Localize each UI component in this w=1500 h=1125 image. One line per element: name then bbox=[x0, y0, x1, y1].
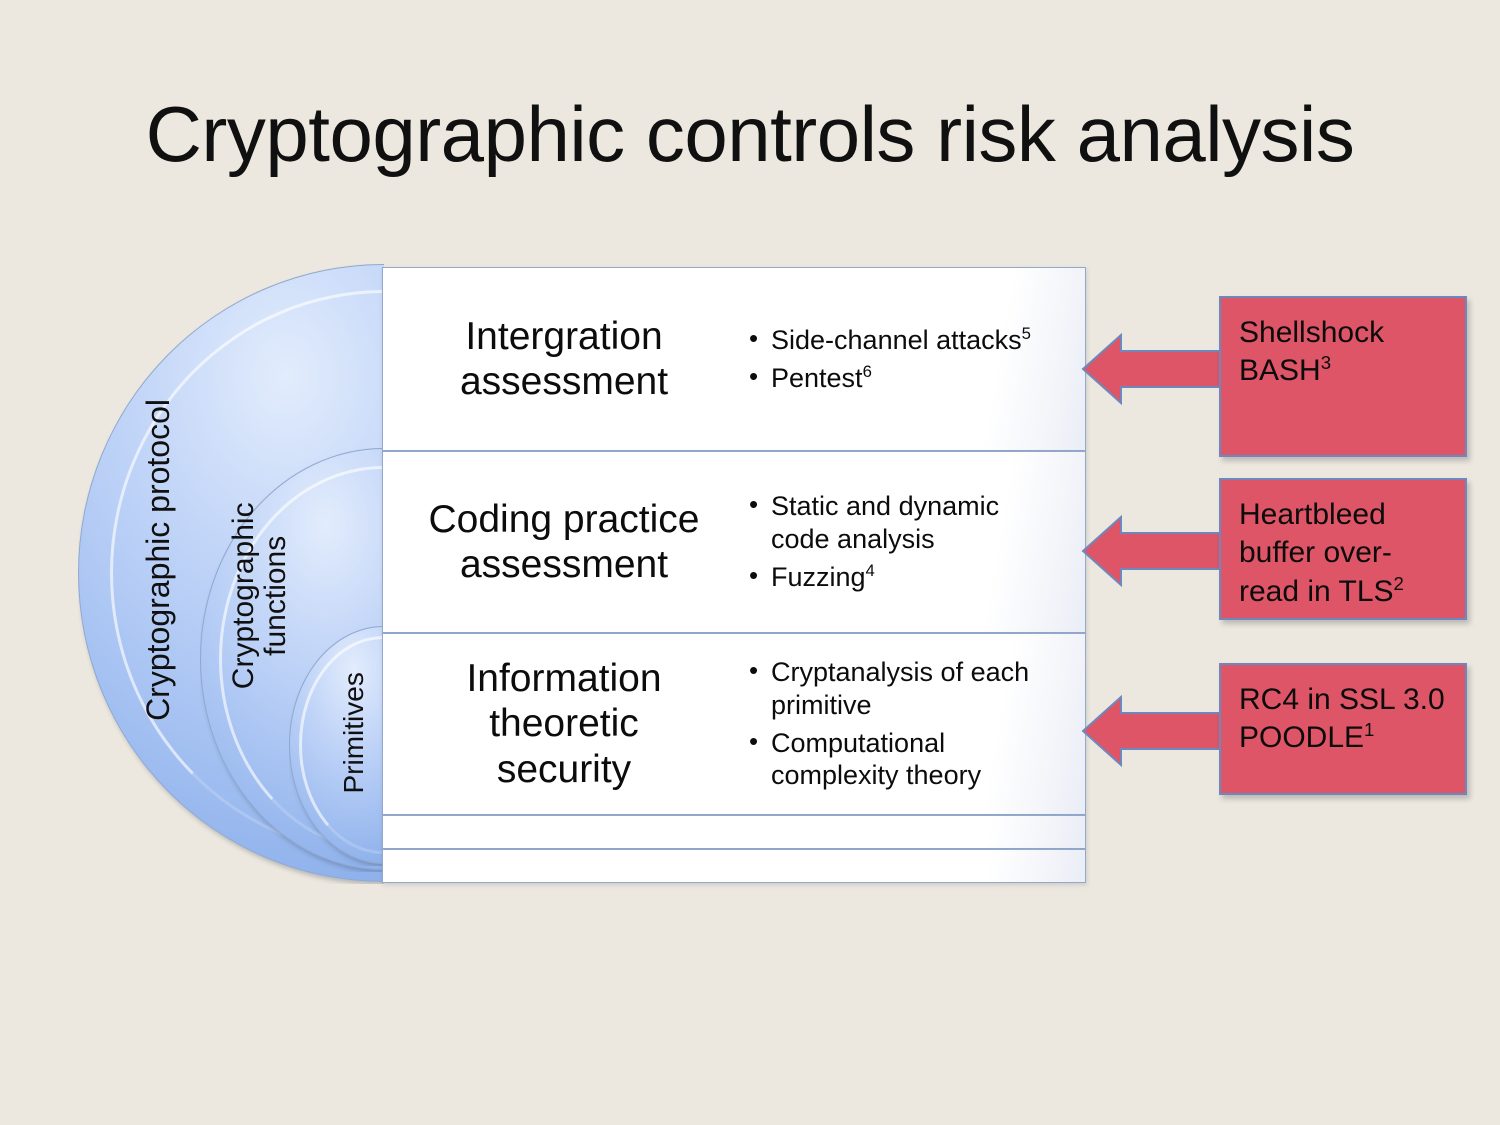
list-item: Pentest6 bbox=[749, 361, 1071, 395]
callout-note: 3 bbox=[1320, 352, 1332, 374]
callout-shellshock-bash[interactable]: Shellshock BASH3 bbox=[1219, 296, 1467, 457]
table-row[interactable] bbox=[382, 815, 1086, 849]
bullet-text: Pentest bbox=[771, 362, 863, 393]
arrow-to-coding-practice-row bbox=[1081, 512, 1224, 592]
callout-line: BASH3 bbox=[1239, 352, 1465, 390]
list-item: Fuzzing4 bbox=[749, 560, 1071, 594]
bullet-text: Side-channel attacks bbox=[771, 324, 1022, 355]
callout-line-text: POODLE bbox=[1239, 721, 1365, 755]
callout-line: POODLE1 bbox=[1239, 719, 1465, 757]
table-row[interactable] bbox=[382, 849, 1086, 883]
bullet-text: Fuzzing bbox=[771, 561, 866, 592]
layer-label-cryptographic-protocol: Cryptographic protocol bbox=[140, 398, 177, 721]
page-title: Cryptographic controls risk analysis bbox=[145, 90, 1355, 178]
callout-line: read in TLS2 bbox=[1239, 573, 1465, 611]
bullet-note: 4 bbox=[865, 560, 875, 580]
bullet-note: 6 bbox=[862, 361, 872, 381]
callout-note: 2 bbox=[1393, 572, 1404, 594]
bullet-note: 5 bbox=[1021, 323, 1031, 343]
callout-note: 1 bbox=[1364, 719, 1375, 741]
layer-label-primitives: Primitives bbox=[338, 672, 370, 794]
callout-heartbleed-tls[interactable]: Heartbleed buffer over- read in TLS2 bbox=[1219, 478, 1467, 620]
callout-rc4-ssl-poodle[interactable]: RC4 in SSL 3.0 POODLE1 bbox=[1219, 663, 1467, 795]
callout-line: Shellshock bbox=[1239, 316, 1385, 349]
callout-line: RC4 in SSL 3.0 bbox=[1239, 683, 1445, 716]
callout-line-text: read in TLS bbox=[1239, 574, 1394, 608]
layer-inner-shape bbox=[289, 626, 384, 864]
callout-line-text: BASH bbox=[1239, 354, 1321, 388]
arrow-to-intergration-row bbox=[1081, 330, 1224, 410]
arrow-to-information-theoretic-row bbox=[1081, 692, 1224, 772]
list-item: Side-channel attacks5 bbox=[749, 323, 1071, 357]
callout-line: Heartbleed bbox=[1239, 498, 1386, 531]
row-bullets: Side-channel attacks5 Pentest6 bbox=[723, 323, 1085, 395]
layer-inner-clip bbox=[289, 626, 384, 866]
callout-line: buffer over- bbox=[1239, 536, 1392, 570]
